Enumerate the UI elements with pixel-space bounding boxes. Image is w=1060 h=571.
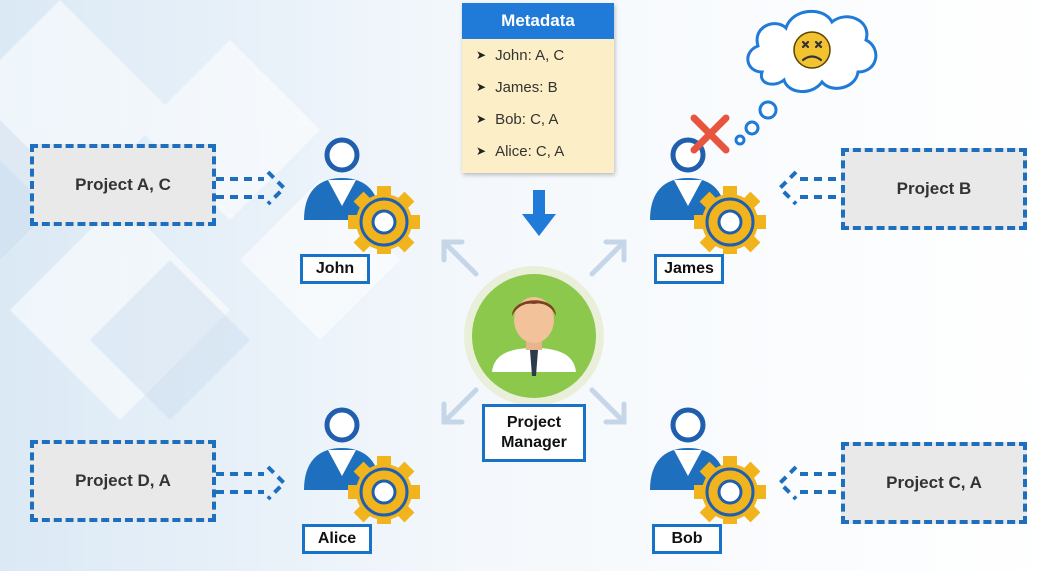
metadata-entry: Bob: C, A	[495, 110, 559, 128]
project-label-bob: Project C, A	[886, 473, 982, 492]
name-label-alice: Alice	[302, 524, 372, 554]
person-gear-icon	[304, 137, 420, 254]
metadata-panel: Metadata ➤ John: A, C ➤ James: B ➤ Bob: C, …	[462, 3, 614, 173]
bullet-arrow-icon: ➤	[476, 48, 487, 62]
bullet-arrow-icon: ➤	[476, 144, 487, 158]
name-label-bob: Bob	[652, 524, 722, 554]
project-box-bob: Project C, A	[841, 442, 1027, 524]
metadata-entry: James: B	[495, 78, 558, 96]
bullet-arrow-icon: ➤	[476, 112, 487, 126]
project-manager-label: Project Manager	[482, 404, 586, 462]
name-label-james: James	[654, 254, 724, 284]
project-label-alice: Project D, A	[75, 471, 171, 490]
project-label-john: Project A, C	[75, 175, 171, 194]
name-text-john: John	[315, 260, 355, 277]
person-gear-icon	[304, 407, 420, 524]
bullet-arrow-icon: ➤	[476, 80, 487, 94]
project-box-james: Project B	[841, 148, 1027, 230]
arrow-project-to-bob	[777, 465, 842, 501]
metadata-entry: Alice: C, A	[495, 142, 565, 160]
project-manager-text: Project Manager	[501, 414, 567, 451]
name-text-james: James	[664, 260, 714, 277]
list-item: ➤ James: B	[476, 71, 614, 103]
arrow-project-to-james	[777, 170, 842, 206]
down-arrow-icon	[522, 190, 556, 236]
list-item: ➤ Bob: C, A	[476, 103, 614, 135]
arrow-project-to-alice	[216, 465, 287, 501]
person-gear-icon	[650, 407, 766, 524]
red-x-icon	[690, 114, 730, 154]
list-item: ➤ John: A, C	[476, 39, 614, 71]
sad-face-thought-icon	[734, 9, 878, 146]
list-item: ➤ Alice: C, A	[476, 135, 614, 167]
name-text-alice: Alice	[317, 530, 357, 547]
name-text-bob: Bob	[671, 530, 703, 547]
expand-arrows-icon	[441, 239, 627, 425]
metadata-title: Metadata	[462, 3, 614, 39]
project-label-james: Project B	[896, 179, 972, 198]
manager-avatar-icon	[464, 266, 604, 406]
name-label-john: John	[300, 254, 370, 284]
metadata-list: ➤ John: A, C ➤ James: B ➤ Bob: C, A ➤ Alice:…	[462, 39, 614, 167]
project-box-alice: Project D, A	[30, 440, 216, 522]
metadata-entry: John: A, C	[495, 46, 565, 64]
project-box-john: Project A, C	[30, 144, 216, 226]
person-gear-icon	[650, 137, 766, 254]
arrow-project-to-john	[216, 170, 287, 206]
